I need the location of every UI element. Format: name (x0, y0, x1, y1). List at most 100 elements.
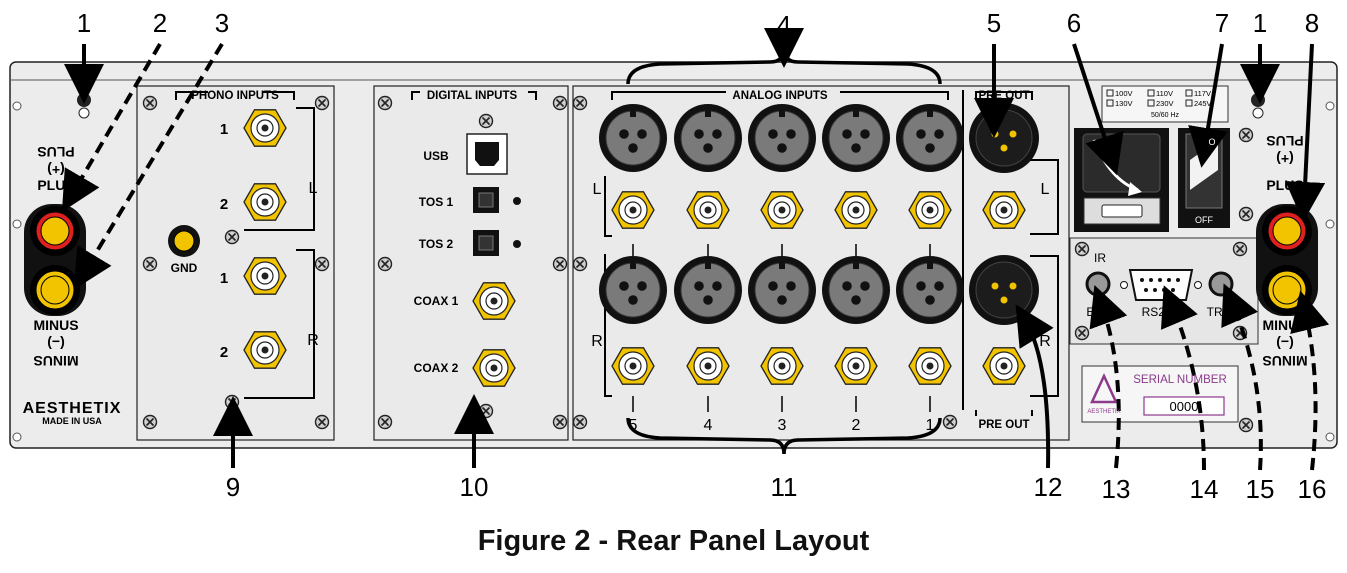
callout-5: 5 (987, 8, 1001, 38)
binding-post-cap (40, 216, 70, 246)
analog-rca-left-3[interactable] (760, 191, 804, 229)
analog-rca-left-1[interactable] (908, 191, 952, 229)
analog-rca-left-4[interactable] (686, 191, 730, 229)
screw-icon (1074, 241, 1090, 257)
analog-xlr-right-3[interactable] (748, 256, 816, 324)
serial-value-box (1143, 396, 1225, 416)
analog-xlr-right-2[interactable] (822, 256, 890, 324)
rs232-port[interactable] (1128, 269, 1194, 301)
xlr-socket-hole (777, 295, 787, 305)
phono-rca-jack-4[interactable] (243, 331, 287, 369)
analog-rca-right-4[interactable] (686, 347, 730, 385)
chassis-screw-right-icon (1251, 93, 1265, 107)
rs232-pin (1171, 288, 1175, 292)
rs232-pin (1176, 278, 1180, 282)
analog-rca-right-1[interactable] (908, 347, 952, 385)
xlr-key (853, 109, 859, 117)
xlr-socket-hole (860, 281, 870, 291)
callout-9: 9 (226, 472, 240, 502)
preout-rca-left[interactable] (982, 191, 1026, 229)
analog-xlr-left-4[interactable] (674, 104, 742, 172)
chassis-hole-right (1252, 107, 1264, 119)
tos2-port[interactable] (473, 230, 499, 256)
analog-xlr-left-2[interactable] (822, 104, 890, 172)
screw-slot (1241, 420, 1251, 430)
screw-icon (552, 414, 568, 430)
xlr-socket-hole (619, 129, 629, 139)
rack-hole (12, 432, 22, 442)
analog-rca-left-5[interactable] (611, 191, 655, 229)
tos1-label: TOS 1 (419, 195, 454, 209)
left-minus-binding-post[interactable] (30, 265, 80, 315)
voltage-checkbox-100 (1106, 89, 1114, 97)
right-plus-binding-post[interactable] (1262, 206, 1312, 256)
preout-rca-right[interactable] (982, 347, 1026, 385)
analog-xlr-left-1[interactable] (896, 104, 964, 172)
screw-slot (1077, 244, 1087, 254)
phono-rca-jack-1[interactable] (243, 109, 287, 147)
preout-left-label: L (1041, 181, 1050, 198)
screw-icon (224, 229, 240, 245)
screw-slot (380, 98, 390, 108)
xlr-socket-hole (694, 129, 704, 139)
rca-pin (1000, 362, 1008, 370)
phono-title: PHONO INPUTS (191, 90, 279, 102)
callout-2: 2 (153, 8, 167, 38)
left-plus-binding-post[interactable] (30, 206, 80, 256)
analog-group-brace-bottom (626, 417, 942, 455)
xlr-key (630, 261, 636, 269)
analog-rca-right-2[interactable] (834, 347, 878, 385)
analog-rca-right-3[interactable] (760, 347, 804, 385)
xlr-socket-hole (916, 281, 926, 291)
screw-icon (552, 256, 568, 272)
rca-pin (704, 206, 712, 214)
screw-icon (478, 403, 494, 419)
phono-input-1-right: 1 (220, 270, 228, 287)
arrow-8 (1285, 43, 1326, 222)
analog-xlr-right-4[interactable] (674, 256, 742, 324)
rca-pin (490, 297, 498, 305)
arrow-13 (1089, 284, 1128, 469)
trigger-jack[interactable] (1208, 271, 1234, 297)
xlr-socket-hole (934, 129, 944, 139)
preout-xlr-left[interactable] (969, 103, 1039, 173)
rca-pin (778, 362, 786, 370)
coax1-rca-jack[interactable] (472, 282, 516, 320)
power-off-label: OFF (1195, 215, 1213, 225)
analog-xlr-right-1[interactable] (896, 256, 964, 324)
callout-6: 6 (1067, 8, 1081, 38)
analog-rca-right-5[interactable] (611, 347, 655, 385)
phono-rca-jack-2[interactable] (243, 183, 287, 221)
xlr-socket-hole (768, 281, 778, 291)
preout-xlr-right[interactable] (969, 255, 1039, 325)
callout-13: 13 (1102, 474, 1131, 504)
right-plus-label: PLUS (1266, 177, 1303, 193)
screw-slot (555, 259, 565, 269)
tos1-port[interactable] (473, 187, 499, 213)
screw-slot (317, 259, 327, 269)
screw-icon (377, 95, 393, 111)
xlr-face (605, 262, 661, 318)
arrow-7 (1188, 43, 1228, 168)
analog-rca-left-2[interactable] (834, 191, 878, 229)
callout-15: 15 (1246, 474, 1275, 504)
phono-rca-jack-3[interactable] (243, 257, 287, 295)
gnd-terminal[interactable] (168, 225, 200, 257)
screw-icon (552, 95, 568, 111)
right-minus-label-inverted: MINUS (1262, 353, 1307, 369)
analog-xlr-right-5[interactable] (599, 256, 667, 324)
analog-xlr-left-5[interactable] (599, 104, 667, 172)
analog-xlr-left-3[interactable] (748, 104, 816, 172)
screw-slot (575, 259, 585, 269)
screw-icon (1238, 417, 1254, 433)
screw-slot (575, 417, 585, 427)
analog-num-4: 4 (704, 417, 713, 434)
digital-title-bracket (411, 91, 537, 100)
rack-hole (1325, 101, 1335, 111)
xlr-face (902, 110, 958, 166)
coax2-rca-jack[interactable] (472, 349, 516, 387)
ir-ext-jack[interactable] (1085, 271, 1111, 297)
screw-slot (555, 417, 565, 427)
serial-value: 0000 (1170, 399, 1199, 414)
xlr-socket-hole (703, 295, 713, 305)
